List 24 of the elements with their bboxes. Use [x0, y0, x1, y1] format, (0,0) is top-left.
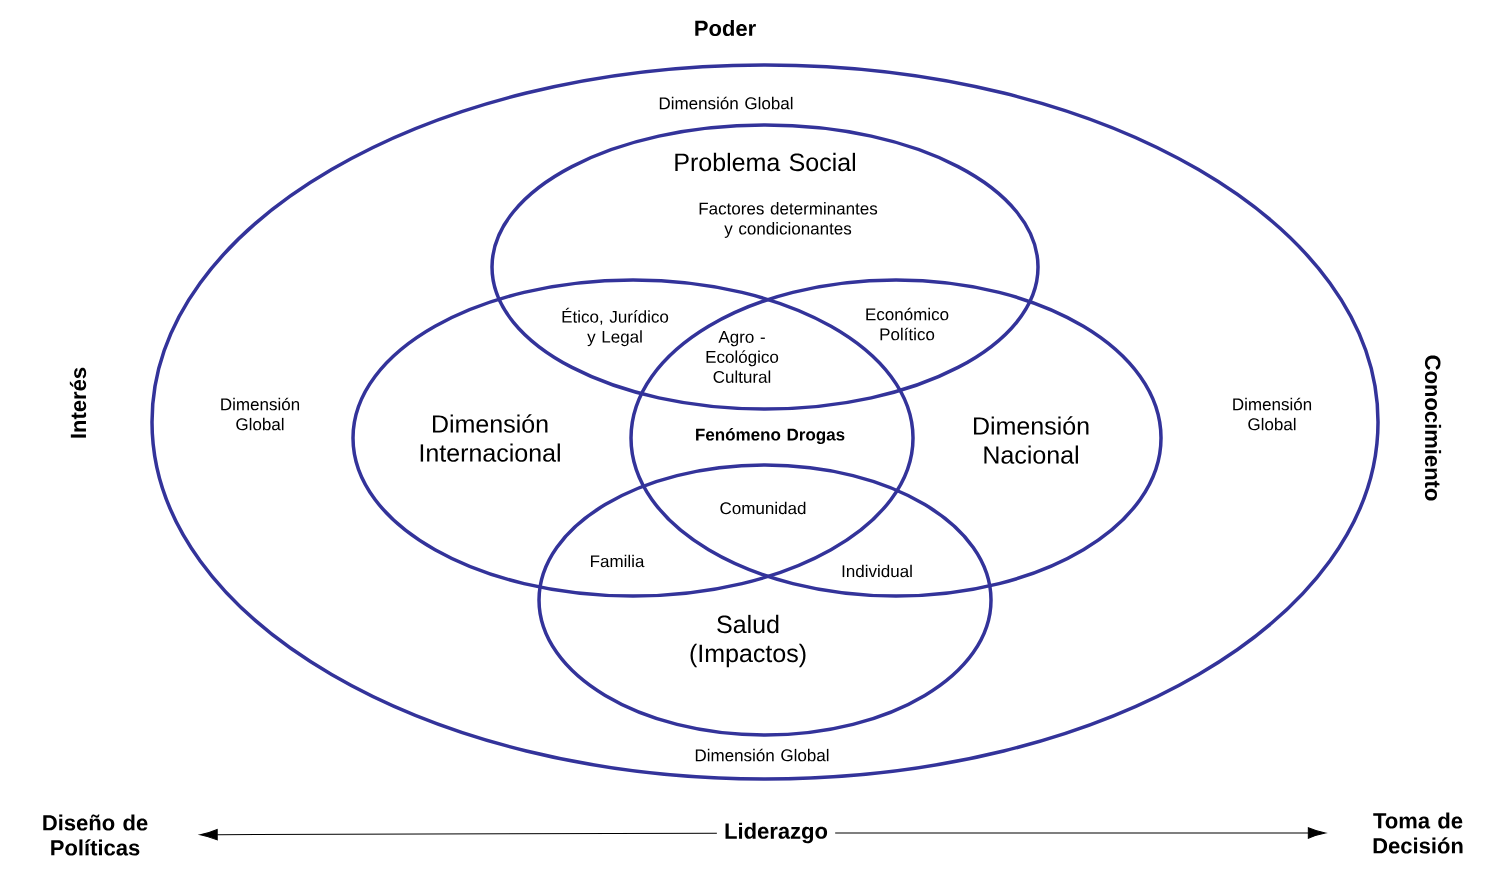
label: Familia: [591, 554, 645, 568]
text: Toma de Decisión: [1373, 812, 1463, 854]
label: Conocimiento: [1424, 355, 1442, 501]
text: Liderazgo: [725, 822, 828, 844]
text: Factores determinantes y condicionantes: [699, 202, 878, 238]
text: Dimensión Global: [695, 748, 829, 762]
text: Dimensión Global: [659, 96, 793, 110]
label: Económico Político: [866, 307, 949, 341]
label: Interés: [69, 367, 87, 438]
label: Ético, Jurídico y Legal: [562, 307, 669, 347]
arrow: [834, 827, 1326, 839]
text: Diseño de Políticas: [43, 814, 148, 856]
label: Comunidad: [720, 501, 806, 515]
text: Dimensión Global: [221, 397, 300, 431]
arrow: [199, 828, 718, 841]
text: Salud (Impactos): [690, 614, 806, 668]
label: Fenómeno Drogas: [696, 427, 845, 445]
text: Dimensión Internacional: [420, 414, 560, 462]
text: Dimensión Nacional: [974, 416, 1089, 464]
label: Agro - Ecológico Cultural: [706, 331, 779, 383]
label: Poder: [695, 19, 756, 37]
label: Individual: [842, 564, 912, 578]
text: Dimensión Global: [1233, 397, 1312, 431]
text: Problema Social: [675, 152, 855, 172]
